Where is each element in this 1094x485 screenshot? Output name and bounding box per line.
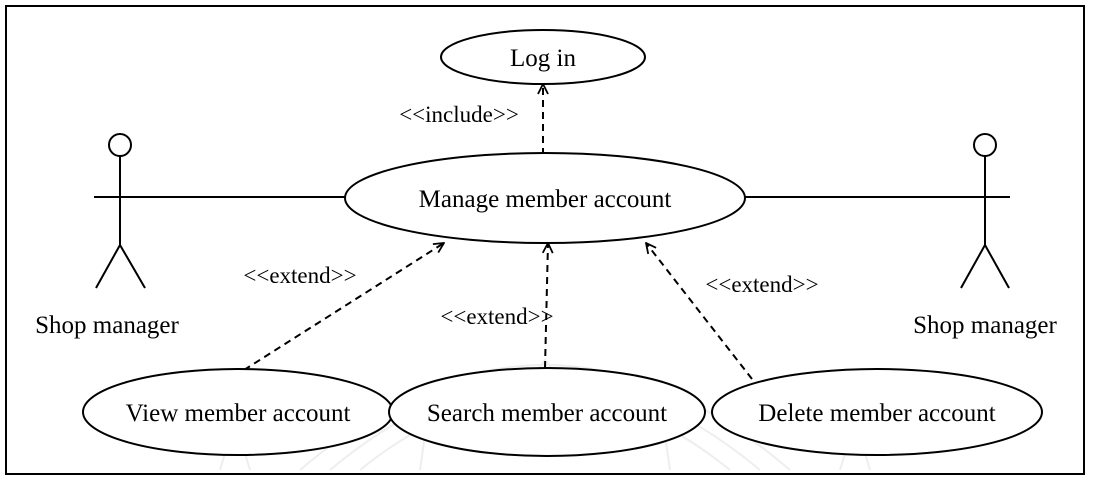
actor-left-leg-left — [95, 244, 121, 289]
extend-arrow-search — [545, 243, 548, 369]
use-case-delete-label: Delete member account — [758, 400, 995, 427]
use-case-search-ellipse — [388, 367, 706, 457]
actor-right[interactable] — [959, 133, 1010, 289]
include-stereotype: <<include>> — [399, 102, 519, 127]
use-case-view[interactable]: View member account — [82, 368, 394, 456]
use-case-delete-ellipse — [711, 368, 1043, 456]
use-case-manage-ellipse — [344, 152, 746, 244]
use-case-manage[interactable]: Manage member account — [344, 152, 746, 244]
actor-right-head — [973, 133, 997, 157]
use-case-manage-label: Manage member account — [419, 186, 672, 213]
actor-right-label: Shop manager — [913, 312, 1057, 339]
actor-left-leg-right — [119, 244, 146, 289]
use-case-delete[interactable]: Delete member account — [711, 368, 1043, 456]
use-case-search-label: Search member account — [427, 400, 667, 427]
actor-right-leg-right — [984, 244, 1010, 289]
extend-stereotype-view: <<extend>> — [243, 263, 356, 288]
actor-left-head — [108, 133, 132, 157]
extend-stereotype-delete: <<extend>> — [705, 272, 818, 297]
use-case-login-label: Log in — [510, 45, 576, 72]
extend-stereotype-search: <<extend>> — [440, 304, 553, 329]
use-case-search[interactable]: Search member account — [388, 367, 706, 457]
extend-arrow-view — [243, 243, 444, 371]
actor-right-leg-left — [960, 244, 986, 289]
actor-left[interactable] — [94, 133, 146, 289]
actor-left-label: Shop manager — [35, 312, 179, 339]
use-case-view-label: View member account — [126, 400, 351, 427]
use-case-login[interactable]: Log in — [440, 29, 646, 85]
use-case-login-ellipse — [440, 29, 646, 85]
extend-arrow-delete — [646, 243, 753, 380]
diagram-frame — [5, 5, 1085, 475]
